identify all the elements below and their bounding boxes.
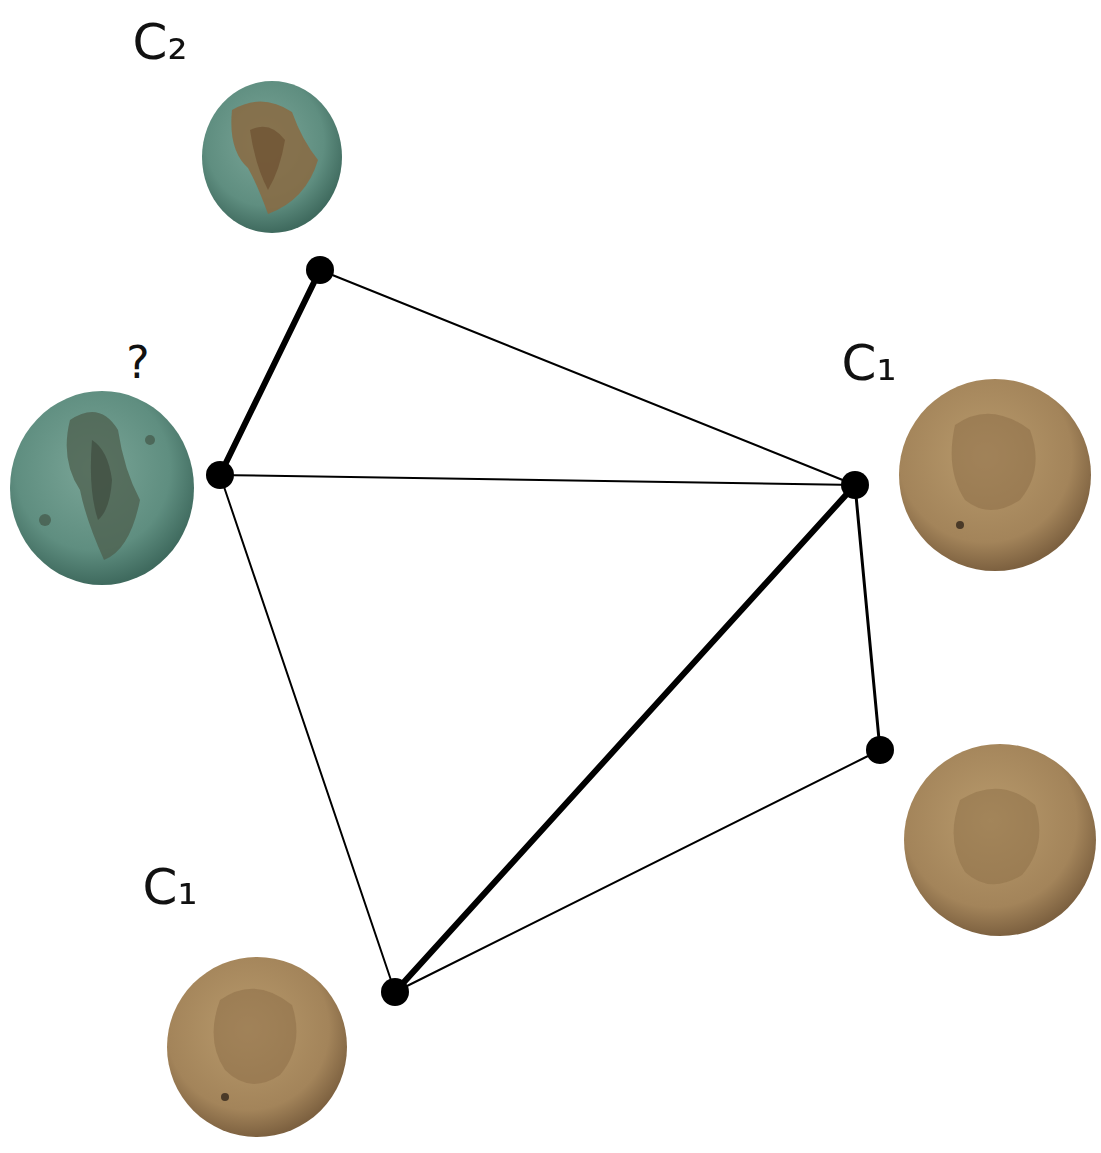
graph-vertex: C₂: [306, 256, 334, 284]
graph-vertex: C₁: [381, 978, 409, 1006]
graph-edge: [856, 499, 878, 736]
coin-label: C₁: [143, 862, 198, 912]
green-coin: [10, 391, 194, 585]
brown-coin: [904, 744, 1096, 936]
coin-label: C₂: [133, 17, 188, 67]
coin-label: ?: [126, 341, 149, 385]
graph-vertex: [866, 736, 894, 764]
graph-edge: [404, 495, 845, 981]
graph-edge: [226, 283, 314, 463]
graph-edge: [408, 756, 868, 985]
graph-edge: [333, 275, 842, 480]
brown-coin: [899, 379, 1091, 571]
graph-edge: [234, 475, 841, 485]
graph-edge: [224, 488, 390, 978]
brown-coin: [167, 957, 347, 1137]
graph-vertex: C₁: [841, 471, 869, 499]
coin-label: C₁: [842, 338, 897, 388]
graph-vertex: ?: [206, 461, 234, 489]
green-coin: [202, 81, 342, 233]
